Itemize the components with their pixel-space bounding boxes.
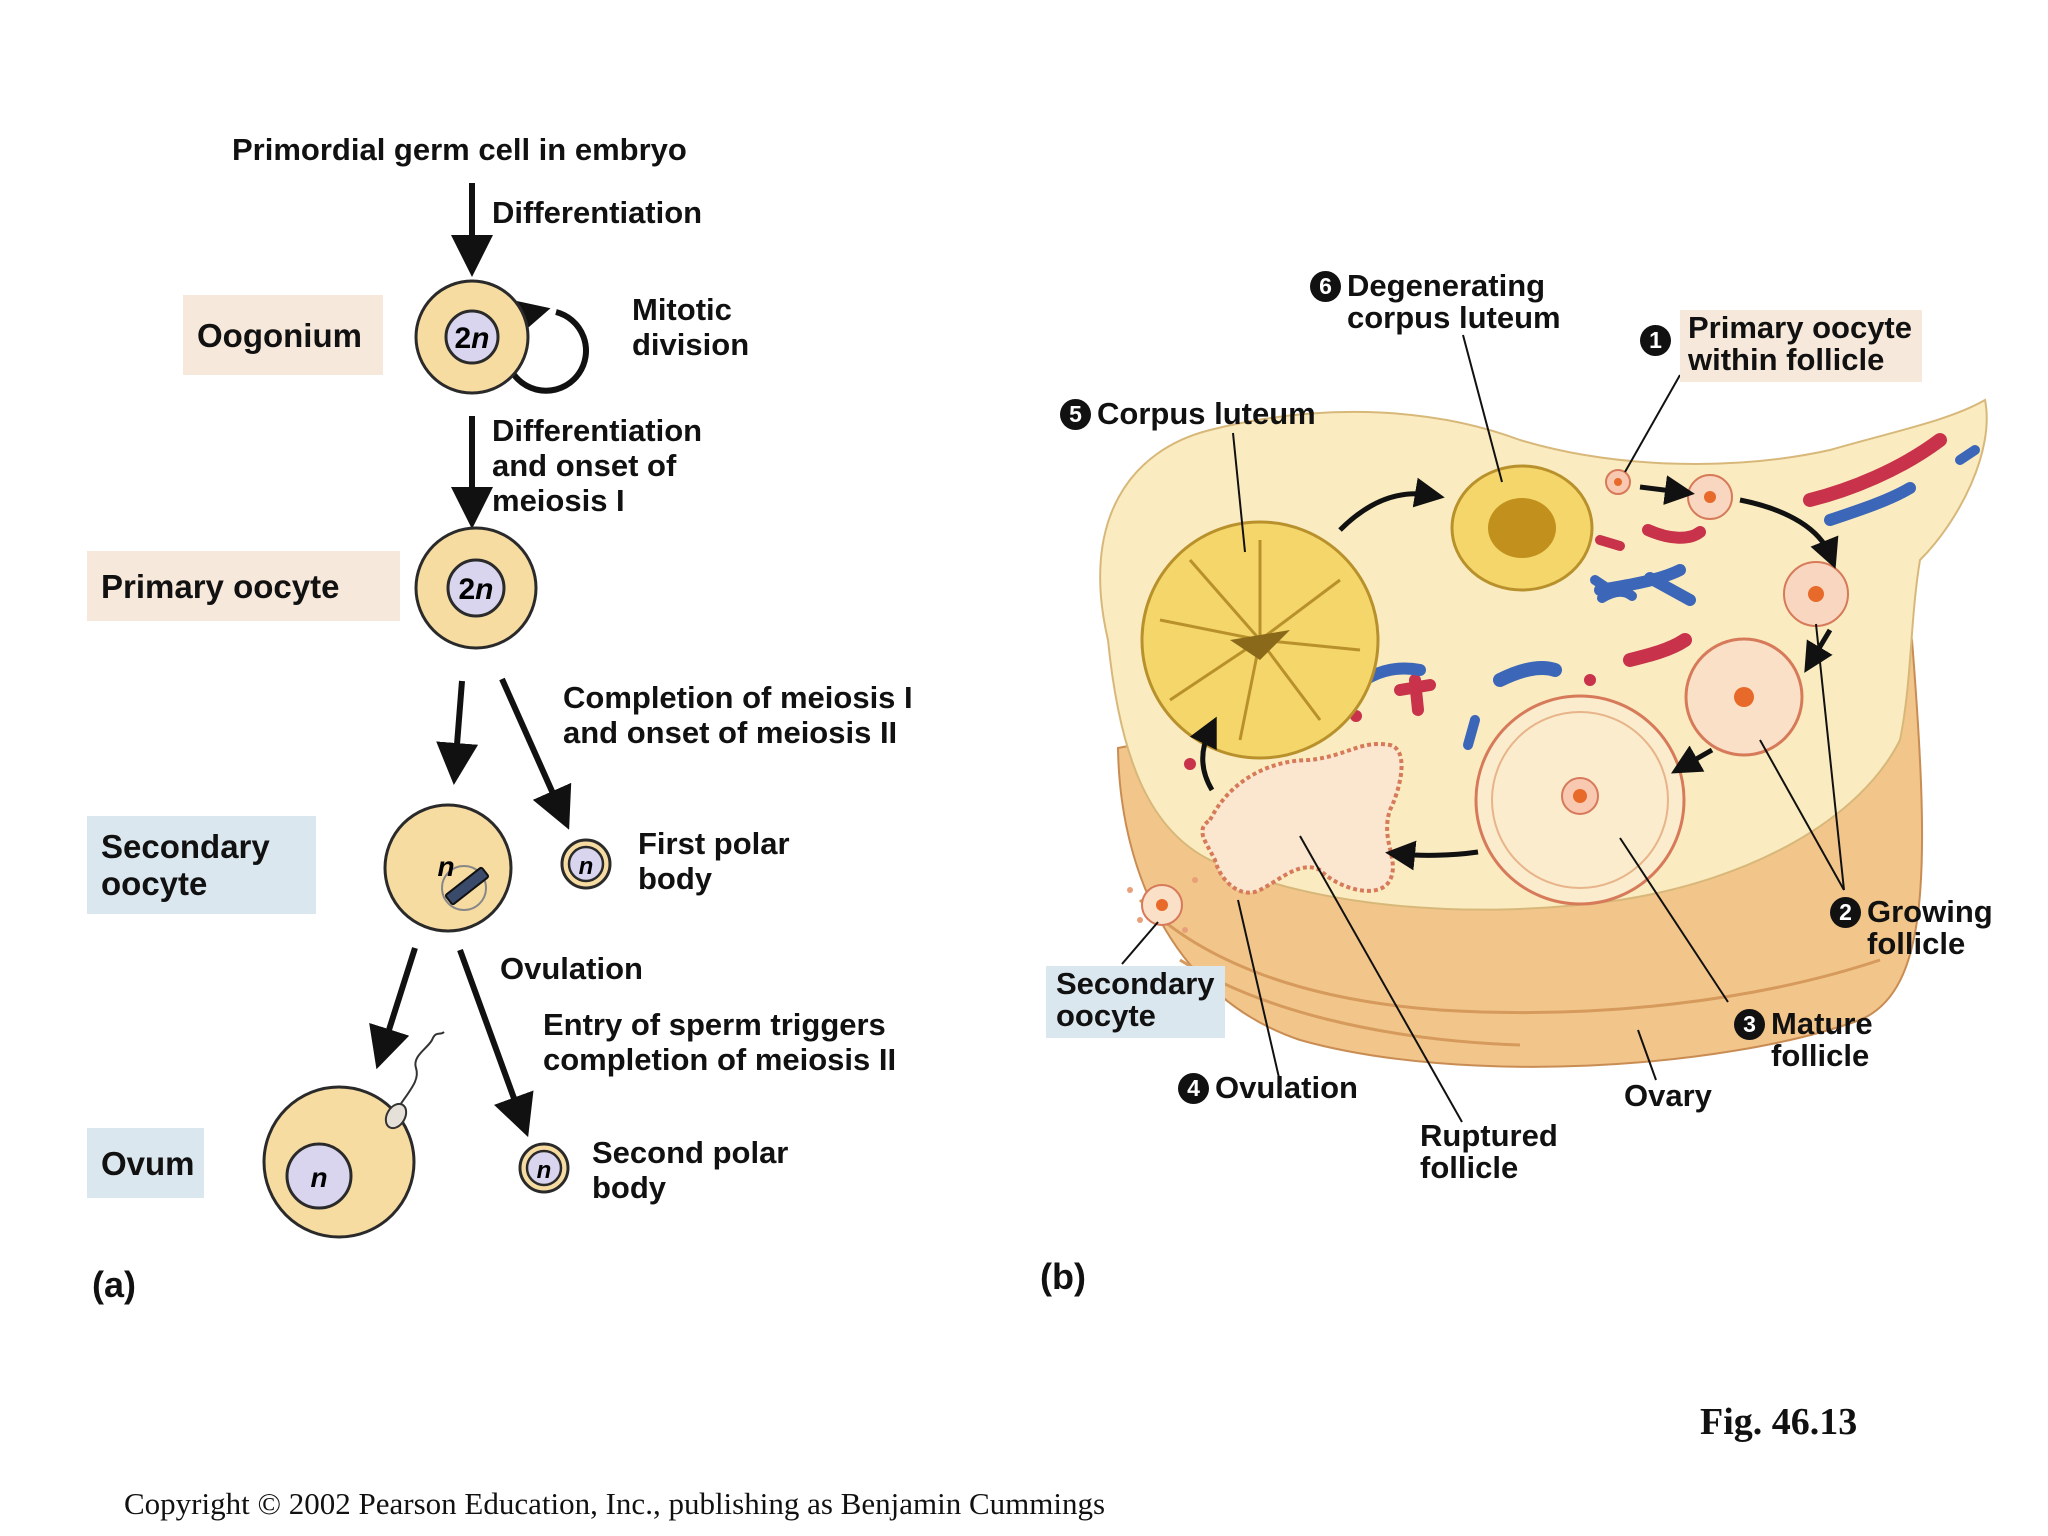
released-secondary-oocyte bbox=[1127, 877, 1198, 933]
ploidy-n-polar-2: n bbox=[537, 1157, 552, 1184]
ploidy-n-ovum: n bbox=[310, 1162, 327, 1193]
ploidy-2n-1: 2 bbox=[454, 322, 471, 355]
leader-ovary bbox=[1637, 1029, 1657, 1081]
leader-ruptured bbox=[1299, 835, 1463, 1123]
corpus-luteum bbox=[1140, 520, 1380, 760]
growing-follicle bbox=[1684, 561, 1849, 757]
second-polar-body-cell: n bbox=[518, 1142, 570, 1194]
sperm-head bbox=[384, 1102, 408, 1130]
sperm-tail bbox=[397, 1031, 445, 1109]
leader-degenerating bbox=[1462, 334, 1503, 483]
arrow-to-secondary-oocyte bbox=[436, 680, 479, 785]
leader-ovulation bbox=[1237, 899, 1281, 1083]
degenerating-corpus-luteum bbox=[1450, 464, 1594, 592]
secondary-oocyte-cell: n bbox=[383, 803, 513, 933]
arrow-to-first-polar-body bbox=[499, 677, 572, 830]
arrow-to-ovum bbox=[369, 947, 418, 1070]
panel-a-label: (a) bbox=[92, 1264, 136, 1305]
ovary-label: Ovary bbox=[1624, 1078, 1712, 1113]
ploidy-2n-2: 2 bbox=[458, 573, 475, 606]
leader-corpus-luteum bbox=[1232, 432, 1246, 553]
ovary-illustration bbox=[1099, 334, 1988, 1123]
figure-number: Fig. 46.13 bbox=[1700, 1401, 1858, 1443]
leader-secondary-oocyte bbox=[1121, 921, 1159, 965]
leader-primary-oocyte bbox=[1624, 374, 1681, 473]
primary-oocyte-stage-label: Primary oocyte bbox=[87, 551, 400, 621]
primary-follicle bbox=[1605, 469, 1733, 520]
differentiation-label: Differentiation bbox=[492, 195, 703, 230]
arrow-to-second-polar-body bbox=[457, 948, 534, 1138]
svg-text:2n: 2n bbox=[454, 322, 489, 355]
mature-follicle bbox=[1474, 694, 1686, 906]
primordial-germ-cell-label: Primordial germ cell in embryo bbox=[232, 132, 687, 167]
copyright-notice: Copyright © 2002 Pearson Education, Inc.… bbox=[124, 1486, 1106, 1521]
first-polar-body-cell: n bbox=[560, 838, 612, 890]
ovum-stage-label: Ovum bbox=[87, 1128, 204, 1198]
oogonium-cell: 2n bbox=[414, 279, 530, 395]
metaphase-spindle bbox=[444, 866, 490, 906]
leader-mature bbox=[1619, 837, 1729, 1003]
oogonium-stage-label: Oogonium bbox=[183, 295, 383, 375]
callout-primary-oocyte: 1 Primary oocyte within follicle bbox=[1640, 310, 1922, 382]
ovulation-label-a: Ovulation bbox=[500, 951, 643, 986]
ruptured-follicle bbox=[1200, 742, 1404, 895]
ploidy-n-polar-1: n bbox=[579, 853, 594, 880]
svg-text:2n: 2n bbox=[458, 573, 493, 606]
ovum-cell: n bbox=[262, 1031, 445, 1239]
ploidy-n-secondary: n bbox=[437, 851, 454, 882]
leader-growing-2 bbox=[1759, 739, 1845, 891]
primary-oocyte-cell: 2n bbox=[414, 526, 538, 650]
leader-growing-1 bbox=[1815, 623, 1845, 891]
panel-b-label: (b) bbox=[1040, 1256, 1086, 1297]
